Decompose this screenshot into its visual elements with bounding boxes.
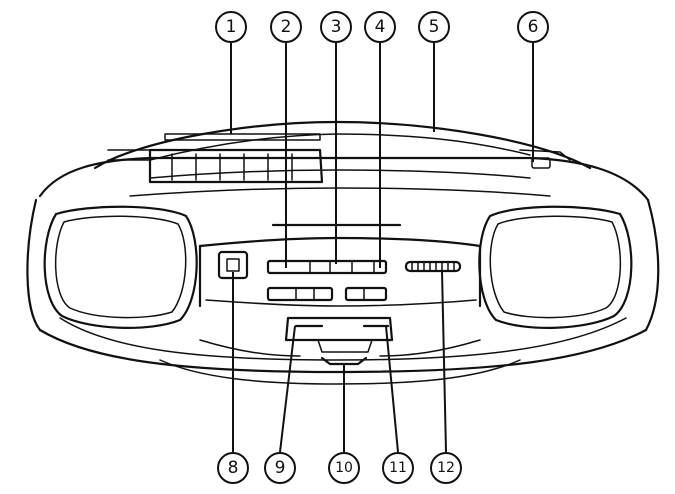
callout-2-label: 2: [281, 17, 292, 37]
callout-8: 8: [217, 452, 249, 484]
callout-12-label: 12: [437, 460, 455, 476]
callout-8-label: 8: [228, 458, 239, 478]
callout-9-label: 9: [275, 458, 286, 478]
volume-control: [404, 260, 462, 273]
callout-2: 2: [270, 11, 302, 43]
callout-4-label: 4: [375, 17, 386, 37]
lower-key-row-right: [344, 286, 388, 302]
callout-1: 1: [215, 11, 247, 43]
upper-key-row: [266, 259, 388, 275]
callout-12: 12: [430, 452, 462, 484]
callout-4: 4: [364, 11, 396, 43]
callout-11-label: 11: [389, 460, 407, 476]
callout-1-label: 1: [226, 17, 237, 37]
left-speaker: [43, 205, 198, 329]
power-button-inner: [226, 258, 240, 272]
callout-5-label: 5: [429, 17, 440, 37]
callout-10-label: 10: [335, 460, 353, 476]
callout-6: 6: [517, 11, 549, 43]
lower-key-row-left: [266, 286, 334, 302]
control-panel: [198, 223, 482, 308]
callout-5: 5: [418, 11, 450, 43]
leader-lines: [230, 43, 534, 453]
callout-3: 3: [320, 11, 352, 43]
callout-9: 9: [264, 452, 296, 484]
right-speaker: [478, 205, 633, 329]
callout-11: 11: [382, 452, 414, 484]
callout-3-label: 3: [331, 17, 342, 37]
boombox-body: [26, 120, 660, 385]
callout-6-label: 6: [528, 17, 539, 37]
callout-10: 10: [328, 452, 360, 484]
cd-lid: [107, 133, 571, 184]
